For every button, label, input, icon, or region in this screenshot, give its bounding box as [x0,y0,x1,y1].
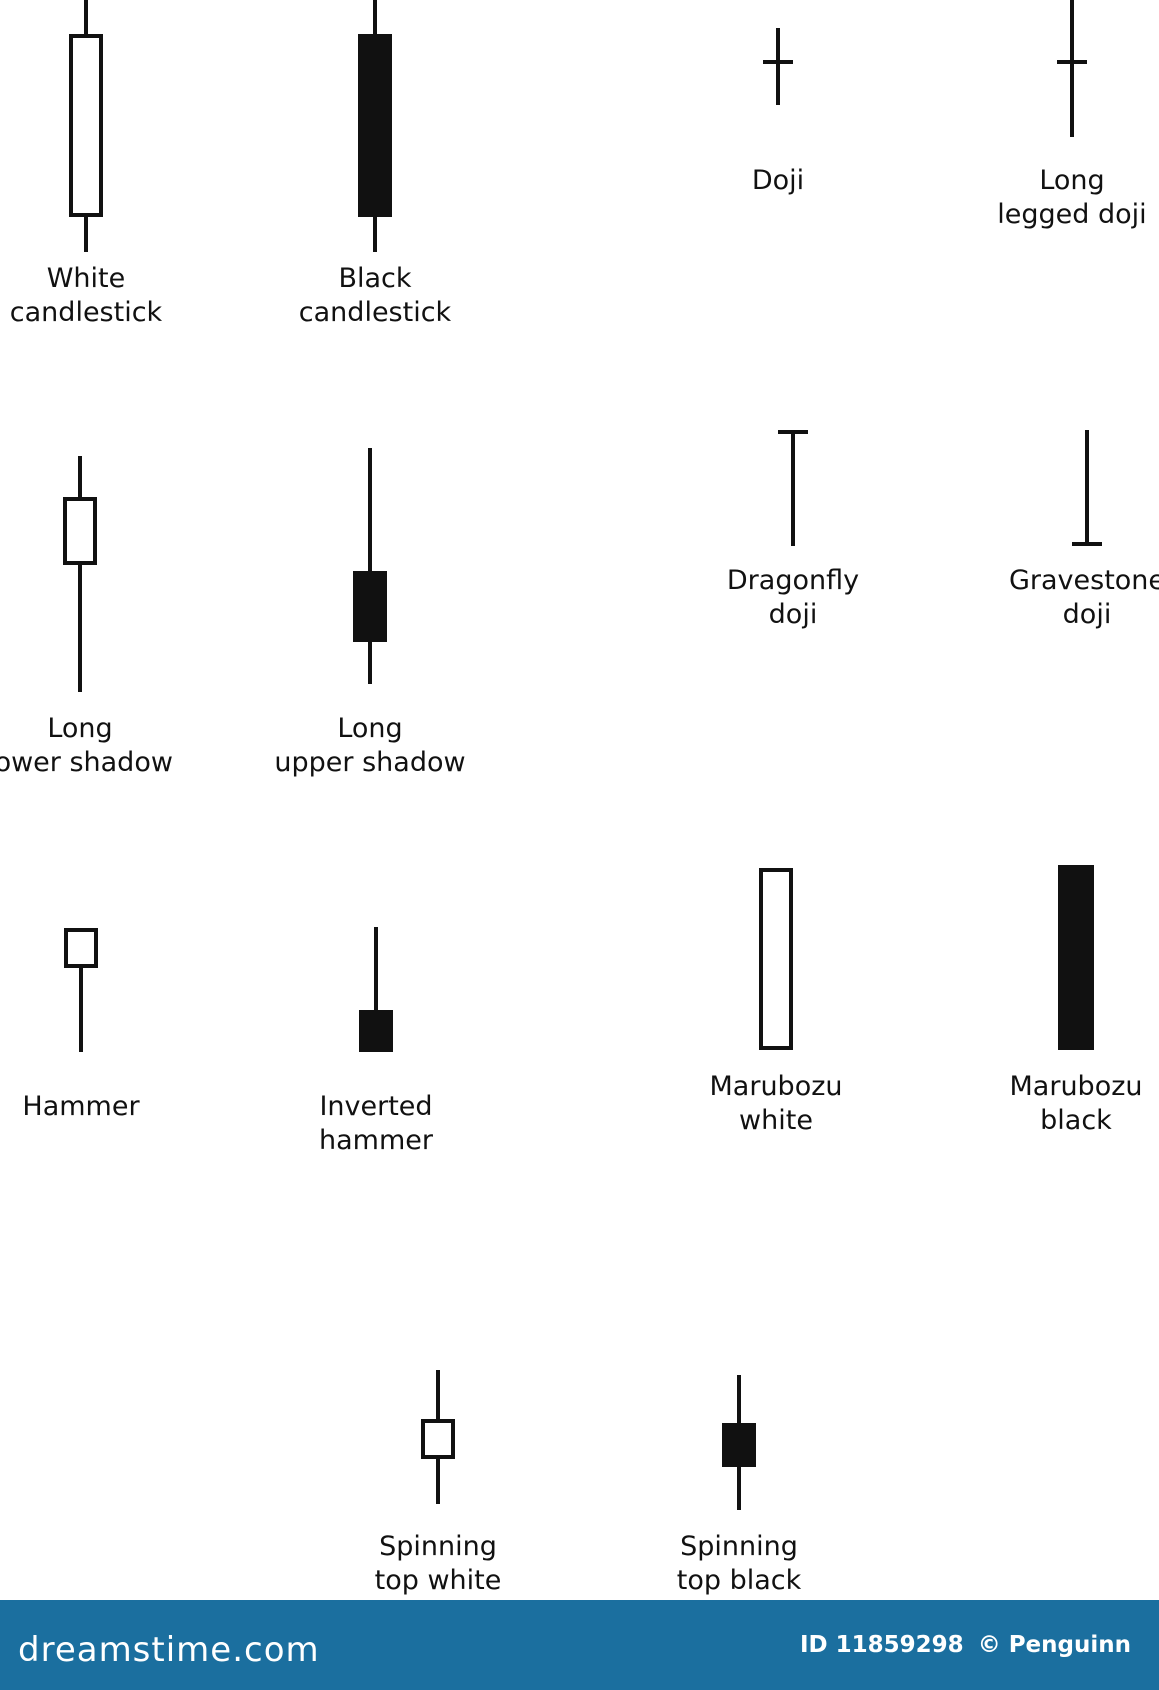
hammer-label: Hammer [0,1090,231,1124]
long-legged-doji-label-line: Long [1039,165,1105,196]
marubozu-black-label-line: black [1040,1105,1112,1136]
marubozu-black-body [1058,865,1094,1050]
black-candlestick-body [358,34,392,217]
long-lower-shadow-label-line: lower shadow [0,747,173,778]
inverted-hammer-candle [359,927,393,1052]
hammer-body [64,928,98,968]
spinning-top-white-body [421,1419,455,1459]
spinning-top-black-label-line: top black [676,1565,802,1596]
footer-bar: dreamstime.com ID 11859298 © Penguinn [0,1600,1159,1690]
author-credit: © Penguinn [977,1632,1131,1658]
inverted-hammer-body [359,1010,393,1052]
doji-label-line: Doji [751,165,805,196]
dragonfly-doji-candle [778,430,808,546]
spinning-top-white-label-line: top white [374,1565,502,1596]
white-candlestick-body [69,34,103,217]
long-lower-shadow-candle [63,456,97,692]
spinning-top-black-candle [722,1375,756,1510]
black-candlestick-label-line: candlestick [298,297,452,328]
doji-label: Doji [628,164,928,198]
white-candlestick-label-line: candlestick [9,297,163,328]
marubozu-white-label-line: white [739,1105,813,1136]
long-upper-shadow-label-line: upper shadow [274,747,466,778]
long-lower-shadow-body [63,497,97,565]
marubozu-white-body [759,868,793,1050]
spinning-top-black-label-line: Spinning [680,1531,798,1562]
dragonfly-doji-label-line: doji [768,599,818,630]
spinning-top-white-label-line: Spinning [379,1531,497,1562]
long-upper-shadow-label-line: Long [337,713,403,744]
long-upper-shadow-candle [353,448,387,684]
doji-candle [763,28,793,105]
inverted-hammer-label-line: hammer [319,1125,433,1156]
white-candlestick-label-line: White [46,263,126,294]
long-legged-doji-label-line: legged doji [997,199,1147,230]
long-legged-doji-candle [1057,0,1087,137]
long-lower-shadow-label-line: Long [47,713,113,744]
gravestone-doji-candle [1072,430,1102,546]
marubozu-white-label-line: Marubozu [709,1071,843,1102]
long-upper-shadow-body [353,571,387,642]
spinning-top-black-body [722,1423,756,1467]
gravestone-doji-label-line: Gravestone [1008,565,1159,596]
white-candlestick-candle [69,0,103,252]
image-id: ID 11859298 [799,1632,964,1658]
brand-logo: dreamstime.com [18,1630,320,1670]
image-credit: ID 11859298 © Penguinn [794,1632,1131,1658]
hammer-candle [64,928,98,1052]
marubozu-white-candle [759,868,793,1050]
inverted-hammer-label-line: Inverted [319,1091,433,1122]
hammer-label-line: Hammer [22,1091,140,1122]
black-candlestick-label-line: Black [338,263,412,294]
dragonfly-doji-label-line: Dragonfly [726,565,860,596]
spinning-top-white-candle [421,1370,455,1504]
marubozu-black-candle [1058,865,1094,1050]
gravestone-doji-label-line: doji [1062,599,1112,630]
black-candlestick-candle [358,0,392,252]
marubozu-black-label-line: Marubozu [1009,1071,1143,1102]
